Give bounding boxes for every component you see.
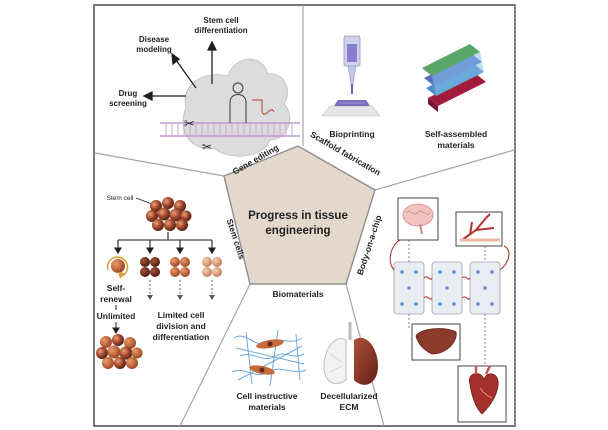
bioprinter-icon <box>321 35 381 117</box>
center-title-line2: engineering <box>265 225 330 237</box>
label-stem-cell-differentiation-1: Stem cell <box>203 16 238 25</box>
differentiated-cell-peach-icon <box>202 257 222 277</box>
blood-vessel-icon <box>460 213 500 242</box>
label-stem-cell-differentiation-2: differentiation <box>194 26 247 35</box>
liver-icon <box>415 328 457 355</box>
heart-icon <box>468 365 499 415</box>
expanded-colony-icon <box>96 334 143 369</box>
label-self-assembled-1: Self-assembled <box>425 129 487 139</box>
spindle-cell-icon <box>249 339 284 375</box>
body-on-chip-panel <box>389 197 510 423</box>
dashed-arrow-heads <box>147 295 215 300</box>
fiber-network-icon <box>231 329 307 387</box>
self-assembled-materials-icon <box>422 44 486 112</box>
stem-cell-pointer <box>135 197 153 205</box>
cas9-protein-shape <box>182 58 290 157</box>
differentiated-cell-dark-icon <box>140 257 160 277</box>
lung-ecm-icon <box>323 322 378 385</box>
brain-icon <box>402 203 434 235</box>
dna-strand-icon <box>160 122 300 137</box>
label-drug-screening-2: screening <box>109 99 147 108</box>
differentiated-cell-orange-icon <box>170 257 190 277</box>
label-self-renewal-1: Self- <box>107 283 126 293</box>
label-self-assembled-2: materials <box>437 140 475 150</box>
label-disease-modeling-2: modeling <box>136 45 172 54</box>
label-limited-1: Limited cell <box>158 310 205 320</box>
output-arrows <box>142 40 218 102</box>
section-title-biomaterials: Biomaterials <box>272 289 323 299</box>
center-pentagon <box>223 145 376 285</box>
label-decellularized-2: ECM <box>340 402 359 412</box>
label-drug-screening-1: Drug <box>119 89 138 98</box>
label-stem-cell: Stem cell <box>107 195 134 202</box>
stem-cell-cluster-icon <box>146 197 192 231</box>
guide-rna-icon <box>229 82 275 123</box>
center-title-line1: Progress in tissue <box>248 210 348 222</box>
label-bioprinting: Bioprinting <box>329 129 374 139</box>
organ-chip-array <box>389 239 510 368</box>
biomaterials-panel: Cell instructive materials Decellularize… <box>231 322 378 412</box>
scissors-icon-2: ✂ <box>202 140 212 154</box>
scaffold-panel: Bioprinting Self-assembled materials <box>321 35 487 150</box>
label-disease-modeling-1: Disease <box>139 35 170 44</box>
stem-cells-panel: Stem cell <box>96 195 222 369</box>
label-limited-2: division and <box>156 321 206 331</box>
label-unlimited: Unlimited <box>97 311 136 321</box>
unlimited-arrow <box>112 322 120 334</box>
differentiation-tree <box>114 232 216 255</box>
label-limited-3: differentiation <box>153 332 210 342</box>
gene-editing-panel: ✂ ✂ Stem cell differentiation Disease mo… <box>109 16 300 157</box>
label-decellularized-1: Decellularized <box>320 391 377 401</box>
label-self-renewal-2: renewal <box>100 294 132 304</box>
dashed-down-arrows <box>149 280 213 296</box>
scissors-icon: ✂ <box>184 116 195 131</box>
label-cell-instructive-2: materials <box>248 402 286 412</box>
self-renewal-icon <box>106 256 129 279</box>
label-cell-instructive-1: Cell instructive <box>237 391 298 401</box>
